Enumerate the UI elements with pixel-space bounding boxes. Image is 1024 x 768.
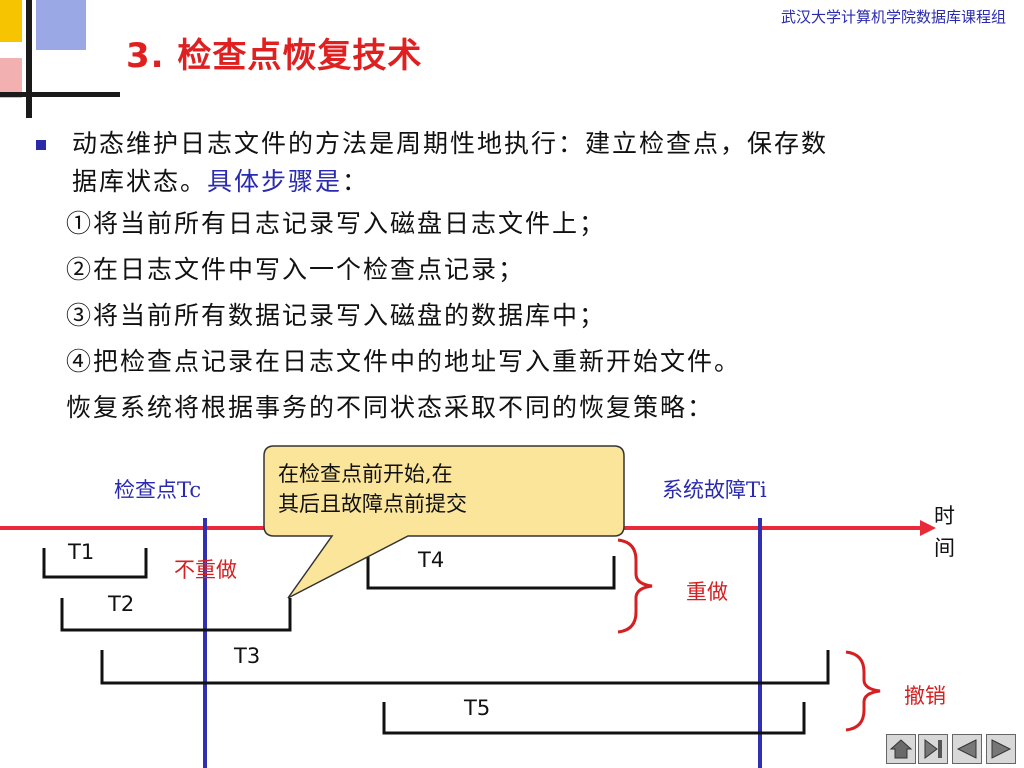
callout-text-line2: 其后且故障点前提交 (278, 492, 467, 516)
t2-bar (60, 598, 292, 632)
t3-label: T3 (234, 644, 261, 668)
bullet-text-line1: 动态维护日志文件的方法是周期性地执行：建立检查点，保存数 (72, 129, 829, 158)
undo-brace (845, 650, 881, 732)
timeline-arrow (920, 520, 936, 536)
t5-bar (382, 702, 806, 735)
course-name: 武汉大学计算机学院数据库课程组 (780, 8, 1006, 26)
strategy-text: 恢复系统将根据事务的不同状态采取不同的恢复策略： (66, 393, 715, 422)
callout-bubble (263, 445, 625, 599)
t4-label: T4 (418, 548, 445, 572)
time-label-2: 间 (934, 536, 955, 560)
t5-label: T5 (464, 696, 491, 720)
t1-bar (42, 548, 148, 579)
bullet-text-line2: 据库状态。具体步骤是： (72, 167, 370, 196)
home-button[interactable] (886, 734, 916, 764)
end-button[interactable] (918, 734, 948, 764)
redo-brace (617, 538, 653, 634)
step-1: ①将当前所有日志记录写入磁盘日志文件上； (66, 209, 607, 238)
checkpoint-label: 检查点Tc (114, 478, 202, 502)
step-3: ③将当前所有数据记录写入磁盘的数据库中； (66, 301, 607, 330)
steps-intro: 具体步骤是 (207, 167, 343, 196)
step-2: ②在日志文件中写入一个检查点记录； (66, 255, 526, 284)
end-icon (924, 739, 942, 759)
next-icon (991, 739, 1012, 759)
t2-label: T2 (108, 592, 135, 616)
slide-title: 3. 检查点恢复技术 (126, 36, 423, 76)
redo-label: 重做 (686, 580, 728, 604)
failure-label: 系统故障Ti (662, 478, 767, 502)
prev-icon (956, 739, 977, 759)
corner-decoration (0, 0, 120, 118)
no-redo-label: 不重做 (174, 558, 237, 582)
callout-text-line1: 在检查点前开始,在 (278, 462, 453, 486)
t4-bar (366, 556, 616, 590)
t1-label: T1 (68, 540, 95, 564)
next-button[interactable] (986, 734, 1016, 764)
home-icon (889, 739, 913, 759)
t3-bar (100, 650, 830, 685)
time-label-1: 时 (934, 504, 955, 528)
step-4: ④把检查点记录在日志文件中的地址写入重新开始文件。 (66, 347, 742, 376)
bullet-icon (36, 140, 46, 150)
undo-label: 撤销 (904, 684, 946, 708)
prev-button[interactable] (952, 734, 982, 764)
